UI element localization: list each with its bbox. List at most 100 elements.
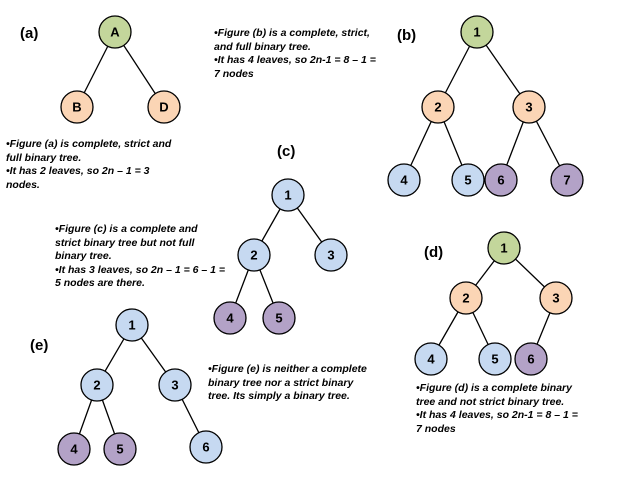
note-d-line: •It has 4 leaves, so 2n-1 = 8 – 1 = (416, 409, 578, 421)
tree-d-node-5: 5 (478, 342, 512, 376)
node-label: 5 (464, 173, 471, 188)
note-a-line: •Figure (a) is complete, strict and (6, 138, 172, 150)
note-d-line: •Figure (d) is a complete binary (416, 382, 572, 394)
node-label: 2 (250, 248, 257, 263)
tree-b-node-2: 2 (421, 90, 455, 124)
node-label: D (159, 100, 168, 115)
note-e-line: tree. Its simply a binary tree. (208, 390, 350, 402)
tree-c-node-3: 3 (314, 238, 348, 272)
tree-d-node-3: 3 (539, 281, 573, 315)
node-label: 1 (284, 188, 291, 203)
node-label: 7 (563, 173, 570, 188)
tree-a-node-A: A (98, 15, 132, 49)
note-b-line: and full binary tree. (214, 40, 311, 53)
node-circle (484, 163, 518, 197)
tree-e-node-6: 6 (189, 430, 223, 464)
tree-d-node-6: 6 (514, 342, 548, 376)
note-c-line: binary tree. (55, 250, 112, 262)
node-circle (387, 163, 421, 197)
node-label: 3 (552, 291, 559, 306)
tree-b-node-5: 5 (451, 163, 485, 197)
node-label: 3 (171, 378, 178, 393)
tree-c-node-2: 2 (237, 238, 271, 272)
node-circle (98, 15, 132, 49)
node-label: 4 (427, 352, 435, 367)
node-label: 1 (500, 241, 507, 256)
note-a-line: full binary tree. (6, 151, 82, 164)
node-label: 6 (527, 352, 534, 367)
node-circle (421, 90, 455, 124)
node-circle (57, 432, 91, 466)
node-label: 2 (434, 100, 441, 115)
figure-label-a: (a) (20, 25, 39, 42)
note-figure-a: •Figure (a) is complete, strict and full… (6, 138, 171, 192)
node-label: 4 (400, 173, 408, 188)
note-c-line: •It has 3 leaves, so 2n – 1 = 6 – 1 = (55, 263, 226, 276)
note-a-line: nodes. (6, 178, 40, 191)
node-circle (478, 342, 512, 376)
tree-b-node-6: 6 (484, 163, 518, 197)
node-label: 4 (70, 442, 78, 457)
node-circle (80, 368, 114, 402)
node-label: 1 (128, 318, 135, 333)
node-circle (550, 163, 584, 197)
node-label: 2 (93, 378, 100, 393)
tree-e-node-3: 3 (158, 368, 192, 402)
node-label: 6 (202, 440, 209, 455)
tree-e-node-5: 5 (103, 432, 137, 466)
note-figure-e: •Figure (e) is neither a complete binary… (208, 363, 367, 404)
note-a-line: •It has 2 leaves, so 2n – 1 = 3 (6, 165, 150, 177)
note-c-line: 5 nodes are there. (55, 277, 145, 289)
node-circle (314, 238, 348, 272)
node-label: 6 (497, 173, 504, 188)
tree-c-node-5: 5 (262, 301, 296, 335)
note-figure-d: •Figure (d) is a complete binary tree an… (416, 382, 578, 436)
node-circle (60, 90, 94, 124)
node-label: 3 (327, 248, 334, 263)
node-circle (539, 281, 573, 315)
node-label: 5 (275, 311, 282, 326)
node-label: B (72, 100, 81, 115)
tree-nodes: A B D 1 2 3 4 5 6 7 1 2 3 4 5 1 2 3 4 5 6 1 2 3 4 5 6 (57, 15, 584, 466)
node-circle (514, 342, 548, 376)
node-circle (115, 308, 149, 342)
node-circle (237, 238, 271, 272)
tree-d-node-4: 4 (414, 342, 448, 376)
node-label: 5 (116, 442, 123, 457)
note-d-line: 7 nodes (416, 422, 456, 435)
tree-a-node-B: B (60, 90, 94, 124)
node-label: A (110, 25, 120, 40)
tree-b-node-3: 3 (512, 90, 546, 124)
node-circle (487, 231, 521, 265)
tree-d-node-2: 2 (449, 281, 483, 315)
node-label: 3 (525, 100, 532, 115)
tree-c-node-4: 4 (213, 301, 247, 335)
note-e-line: •Figure (e) is neither a complete (208, 363, 367, 375)
node-label: 5 (491, 352, 498, 367)
node-label: 1 (473, 25, 480, 40)
node-circle (460, 15, 494, 49)
figure-label-b: (b) (397, 27, 417, 44)
note-figure-c: •Figure (c) is a complete and strict bin… (55, 223, 225, 291)
node-circle (147, 90, 181, 124)
figure-label-d: (d) (424, 244, 444, 261)
node-circle (414, 342, 448, 376)
note-d-line: tree and not strict binary tree. (416, 395, 565, 408)
note-b-line: 7 nodes (214, 67, 254, 80)
node-circle (213, 301, 247, 335)
tree-b-node-1: 1 (460, 15, 494, 49)
tree-c-node-1: 1 (271, 178, 305, 212)
note-e-line: binary tree nor a strict binary (208, 376, 354, 389)
tree-e-node-4: 4 (57, 432, 91, 466)
node-circle (449, 281, 483, 315)
tree-e-node-2: 2 (80, 368, 114, 402)
tree-d-node-1: 1 (487, 231, 521, 265)
node-circle (189, 430, 223, 464)
note-b-line: •Figure (b) is a complete, strict, (214, 27, 370, 39)
figure-label-e: (e) (30, 337, 49, 354)
node-circle (158, 368, 192, 402)
note-c-line: strict binary tree but not full (55, 236, 195, 249)
node-circle (512, 90, 546, 124)
note-c-line: •Figure (c) is a complete and (55, 223, 198, 235)
